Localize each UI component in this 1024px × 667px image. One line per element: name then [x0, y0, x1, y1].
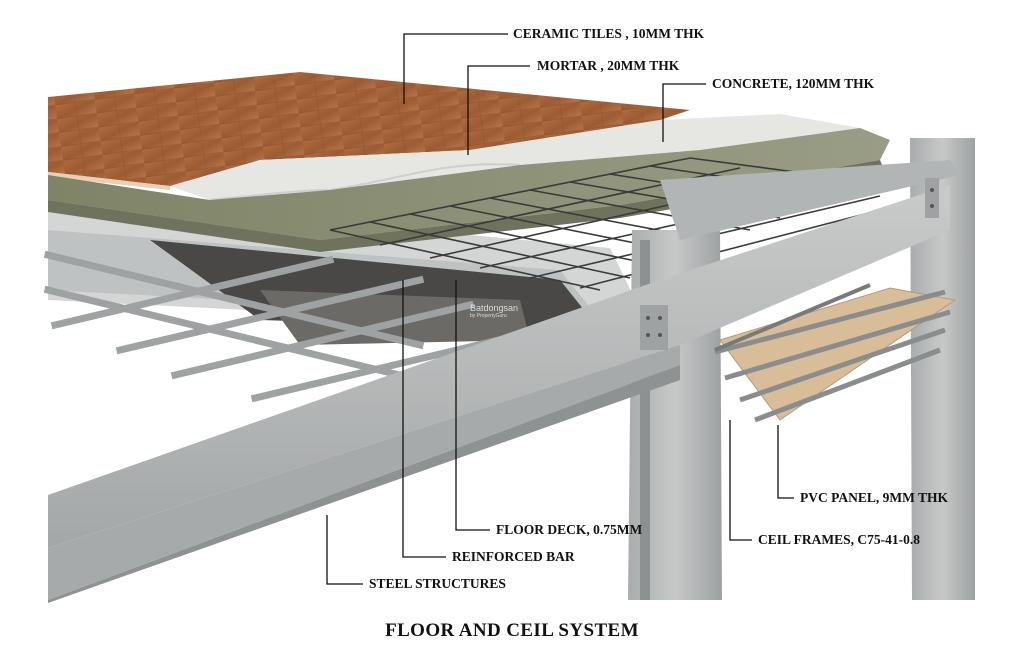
ceramic-tiles-layer: [48, 72, 690, 190]
label-floor-deck: FLOOR DECK, 0.75MM: [496, 522, 642, 537]
watermark: Batdongsan by PropertyGuru: [470, 303, 518, 319]
label-pvc-panel: PVC PANEL, 9MM THK: [800, 490, 948, 505]
reinforced-bar-mesh: [329, 157, 881, 291]
label-ceramic-tiles: CERAMIC TILES , 10MM THK: [513, 26, 705, 41]
label-steel-structures: STEEL STRUCTURES: [369, 576, 506, 591]
label-mortar: MORTAR , 20MM THK: [537, 58, 680, 73]
watermark-tagline: by PropertyGuru: [470, 313, 507, 319]
ceil-frame-and-pvc: [714, 283, 957, 423]
label-ceil-frames: CEIL FRAMES, C75-41-0.8: [758, 532, 920, 547]
mortar-layer: [170, 114, 860, 201]
leader-lines: [326, 33, 794, 585]
label-reinforced-bar: REINFORCED BAR: [452, 549, 575, 564]
concrete-layer: [48, 128, 890, 252]
diagram-title: FLOOR AND CEIL SYSTEM: [385, 620, 639, 641]
label-concrete: CONCRETE, 120MM THK: [712, 76, 875, 91]
main-steel-beam: [48, 160, 960, 603]
watermark-brand: Batdongsan: [470, 303, 519, 313]
secondary-steel-grid: [43, 250, 525, 403]
